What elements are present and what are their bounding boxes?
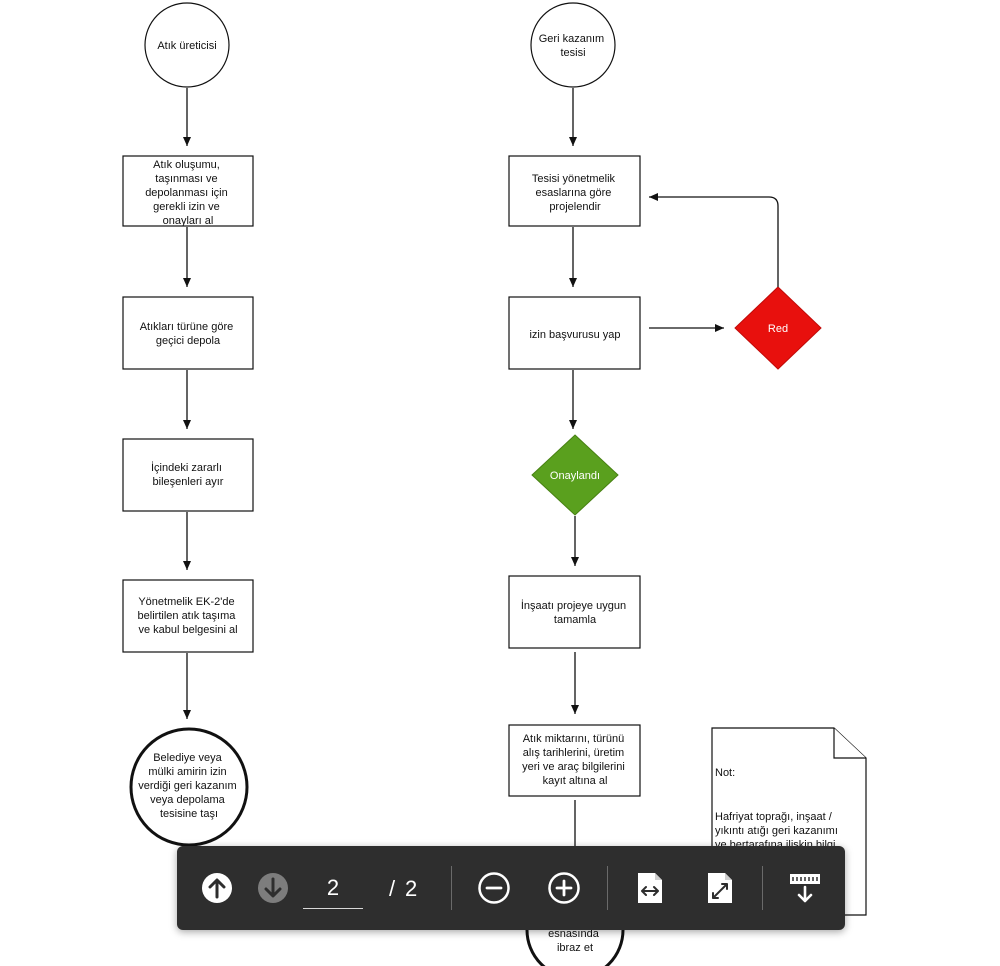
left-end-line-5: tesisine taşı: [160, 808, 218, 820]
right-step-4-line-1: Atık miktarını, türünü: [523, 733, 624, 745]
left-end-node: Belediye veya mülki amirin izin verdiği …: [129, 727, 249, 847]
viewer-toolbar: / 2: [177, 846, 845, 930]
right-start-node: Geri kazanım tesisi: [530, 2, 616, 88]
svg-text:Yönetmelik EK-2'de bel: Yönetmelik EK-2'de belirtilen atık taşım…: [138, 596, 239, 636]
left-step-1-line-3: depolanması için: [145, 187, 228, 199]
left-step-2: Atıkları türüne göre geçici depola: [122, 296, 254, 370]
svg-text:Onaylandı: Onaylandı: [550, 470, 600, 482]
note-line-1: Hafriyat toprağı, inşaat /: [715, 811, 833, 823]
zoom-in-button[interactable]: [544, 868, 584, 908]
right-step-1: Tesisi yönetmelik esaslarına göre projel…: [508, 155, 641, 227]
left-end-line-3: verdiği geri kazanım: [138, 780, 236, 792]
fit-width-icon: [638, 873, 662, 903]
svg-text:Atık miktarını, türünü: Atık miktarını, türünü alış tarihlerini,…: [522, 733, 628, 787]
zoom-in-icon: [548, 872, 580, 904]
right-step-2-line-1: izin başvurusu yap: [529, 329, 620, 341]
left-start-node: Atık üreticisi: [144, 2, 230, 88]
toolbar-divider: [451, 866, 452, 910]
left-step-1-line-1: Atık oluşumu,: [153, 159, 220, 171]
right-step-1-line-1: Tesisi yönetmelik: [532, 173, 616, 185]
arrow-down-circle-icon: [258, 873, 288, 903]
red-decision: Red: [734, 286, 822, 370]
left-end-line-4: veya depolama: [150, 794, 225, 806]
svg-text:Belediye veya mülki am: Belediye veya mülki amirin izin verdiği …: [138, 752, 240, 820]
right-step-1-line-2: esaslarına göre: [536, 187, 612, 199]
approved-decision-label: Onaylandı: [550, 470, 600, 482]
left-end-line-2: mülki amirin izin: [148, 766, 226, 778]
toolbar-divider: [607, 866, 608, 910]
right-step-3: İnşaatı projeye uygun tamamla: [508, 575, 641, 649]
left-step-4-line-1: Yönetmelik EK-2'de: [138, 596, 234, 608]
svg-text:Atık üreticisi: Atık üreticisi: [157, 40, 216, 52]
arrow-up-circle-icon: [202, 873, 232, 903]
right-step-4-line-4: kayıt altına al: [543, 775, 608, 787]
svg-text:İnşaatı projeye uygun: İnşaatı projeye uygun tamamla: [521, 599, 629, 626]
left-start-label: Atık üreticisi: [157, 40, 216, 52]
edge-red-loop: [649, 193, 779, 287]
right-start-line-2: tesisi: [560, 47, 585, 59]
left-step-2-line-2: geçici depola: [156, 335, 221, 347]
svg-text:Atıkları türüne göre g: Atıkları türüne göre geçici depola: [140, 321, 237, 347]
right-step-4-line-3: yeri ve araç bilgilerini: [522, 761, 625, 773]
right-step-4-line-2: alış tarihlerini, üretim: [523, 747, 624, 759]
previous-page-button[interactable]: [197, 868, 237, 908]
left-step-1-line-5: onayları al: [163, 215, 214, 227]
svg-text:izin başvurusu yap: izin başvurusu yap: [529, 329, 620, 341]
page-number-input[interactable]: [303, 868, 363, 909]
fit-width-button[interactable]: [630, 868, 670, 908]
svg-text:Geri kazanım tesisi: Geri kazanım tesisi: [539, 33, 607, 59]
left-step-1-line-4: gerekli izin ve: [153, 201, 220, 213]
left-step-1-line-2: taşınması ve: [155, 173, 217, 185]
left-step-1: Atık oluşumu, taşınması ve depolanması i…: [122, 155, 254, 227]
approved-decision: Onaylandı: [531, 434, 619, 516]
left-step-3-line-2: bileşenleri ayır: [153, 476, 224, 488]
fit-page-icon: [708, 873, 732, 903]
right-step-2: izin başvurusu yap: [508, 296, 641, 370]
right-step-4: Atık miktarını, türünü alış tarihlerini,…: [508, 724, 641, 797]
zoom-out-icon: [478, 872, 510, 904]
page-separator: /: [389, 876, 396, 901]
total-pages: 2: [405, 876, 418, 901]
toolbar-divider: [762, 866, 763, 910]
right-end-line-1: esnasında: [548, 928, 600, 940]
right-step-1-line-3: projelendir: [549, 201, 601, 213]
zoom-out-button[interactable]: [474, 868, 514, 908]
svg-text:İçindeki zararlı bileş: İçindeki zararlı bileşenleri ayır: [151, 461, 225, 488]
note-title: Not:: [715, 767, 735, 779]
left-step-4-line-3: ve kabul belgesini al: [138, 624, 237, 636]
left-step-4: Yönetmelik EK-2'de belirtilen atık taşım…: [122, 579, 254, 653]
left-end-line-1: Belediye veya: [153, 752, 222, 764]
svg-text:esnasında ibraz et: esnasında ibraz et: [548, 928, 602, 954]
download-button[interactable]: [785, 868, 825, 908]
note-line-2: yıkıntı atığı geri kazanımı: [715, 825, 838, 837]
download-icon: [790, 874, 820, 903]
red-decision-label: Red: [768, 323, 788, 335]
fit-page-button[interactable]: [700, 868, 740, 908]
right-step-3-line-1: İnşaatı projeye uygun: [521, 599, 626, 612]
right-end-line-2: ibraz et: [557, 942, 593, 954]
left-step-3-line-1: İçindeki zararlı: [151, 461, 222, 474]
svg-text:Atık oluşumu, taşınmas: Atık oluşumu, taşınması ve depolanması i…: [145, 159, 231, 227]
right-step-3-line-2: tamamla: [554, 614, 597, 626]
left-step-2-line-1: Atıkları türüne göre: [140, 321, 234, 333]
left-step-4-line-2: belirtilen atık taşıma: [138, 610, 237, 622]
svg-text:Tesisi yönetmelik esas: Tesisi yönetmelik esaslarına göre projel…: [532, 173, 618, 213]
next-page-button[interactable]: [253, 868, 293, 908]
svg-text:Red: Red: [768, 323, 788, 335]
right-start-line-1: Geri kazanım: [539, 33, 604, 45]
left-step-3: İçindeki zararlı bileşenleri ayır: [122, 438, 254, 512]
